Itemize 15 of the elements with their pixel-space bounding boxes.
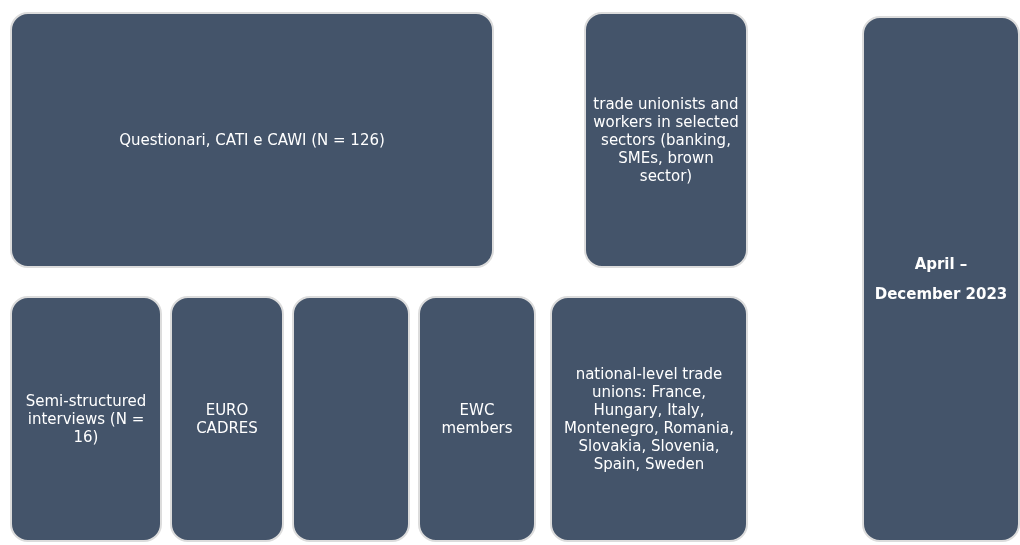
category-box — [550, 296, 748, 542]
box-label: EWC members — [440, 401, 514, 437]
box-label: April – December 2023 — [873, 254, 1009, 305]
box-label: EURO CADRES — [195, 401, 259, 437]
category-box — [418, 296, 536, 542]
date-range-box — [862, 16, 1020, 542]
category-box — [584, 12, 748, 268]
category-box — [10, 12, 494, 268]
box-label: Questionari, CATI e CAWI (N = 126) — [118, 131, 386, 149]
box-label: Semi-structured interviews (N = 16) — [24, 392, 148, 446]
category-box — [10, 296, 162, 542]
box-label: national-level trade unions: France, Hungary, Italy, Montenegro, Romania, Slovakia, Slovenia, Spain, Sweden — [563, 365, 735, 473]
empty-box — [292, 296, 410, 542]
category-box — [170, 296, 284, 542]
box-label: trade unionists and workers in selected sectors (banking, SMEs, brown sector) — [592, 95, 740, 185]
